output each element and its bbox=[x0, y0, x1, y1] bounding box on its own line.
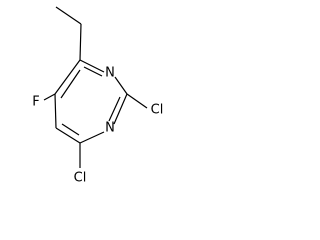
bond-c5-c6 bbox=[54, 93, 57, 129]
bond-ethyl-ch2-c6 bbox=[79, 23, 82, 61]
bond-c6-n1-inner bbox=[83, 66, 103, 77]
bond-c6-c5-ring bbox=[54, 59, 81, 95]
atom-label-n-top: N bbox=[105, 66, 115, 81]
bond-c6-n1 bbox=[79, 59, 105, 73]
bond-n3-c4 bbox=[79, 131, 105, 144]
atom-label-chlorine-bottom: Cl bbox=[74, 171, 87, 186]
bond-n1-c2 bbox=[114, 76, 128, 95]
bond-c4-c5-inner bbox=[61, 123, 80, 136]
atom-label-n-bottom: N bbox=[105, 121, 115, 136]
bond-c2-n3-inner bbox=[108, 96, 121, 122]
bond-c4-c5 bbox=[55, 127, 81, 144]
atom-label-chlorine-right: Cl bbox=[151, 103, 164, 118]
atom-label-fluorine: F bbox=[32, 95, 39, 110]
bond-c5-f bbox=[43, 93, 56, 101]
bond-c2-n3 bbox=[113, 93, 128, 125]
bond-c5-c6-inner bbox=[60, 69, 81, 99]
bond-c2-cl bbox=[126, 93, 148, 109]
bonds bbox=[43, 6, 148, 168]
bond-ethyl-ch3-ch2 bbox=[55, 6, 82, 25]
molecule-diagram: N N F Cl Cl bbox=[32, 6, 163, 186]
atom-labels: N N F Cl Cl bbox=[32, 66, 163, 186]
structure-canvas: N N F Cl Cl bbox=[0, 0, 178, 185]
